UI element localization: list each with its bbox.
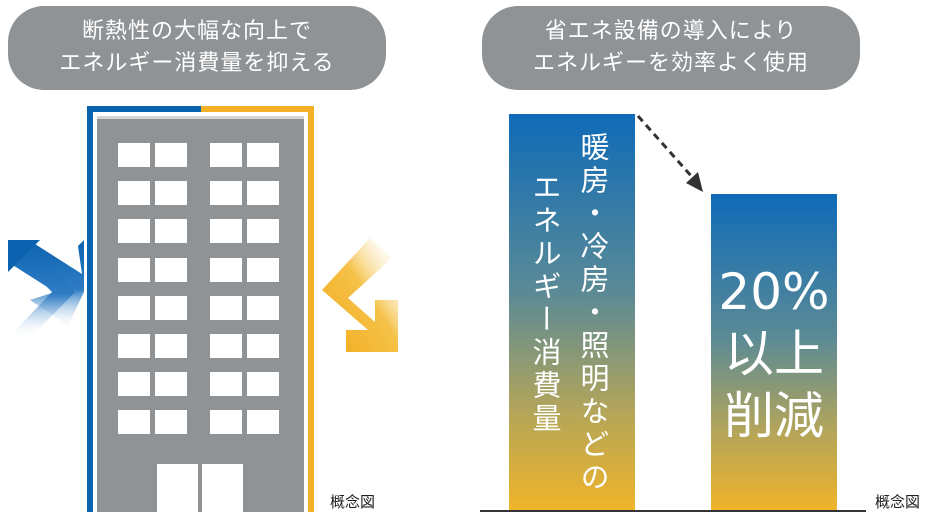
insulation-frame-yellow bbox=[201, 106, 314, 512]
right-heading-line1: 省エネ設備の導入により bbox=[544, 19, 798, 44]
right-heading-bubble: 省エネ設備の導入により エネルギーを効率よく使用 bbox=[482, 6, 860, 90]
insulation-frame-blue bbox=[87, 106, 201, 512]
left-heading-line2: エネルギー消費量を抑える bbox=[59, 51, 335, 76]
reduction-line2: 以上 bbox=[724, 325, 824, 383]
blue-chevron-arrow bbox=[8, 240, 75, 338]
dashed-arrow-down-right-icon bbox=[636, 115, 703, 192]
bar-after bbox=[711, 194, 837, 510]
bar-before bbox=[509, 114, 635, 510]
yellow-chevron-arrow bbox=[322, 238, 398, 352]
left-concept-note: 概念図 bbox=[330, 493, 376, 511]
building-entrance bbox=[157, 464, 243, 512]
reduction-percent: 20% bbox=[718, 263, 830, 321]
left-heading-bubble: 断熱性の大幅な向上で エネルギー消費量を抑える bbox=[8, 6, 386, 90]
bar-before-label-col1: 暖房・冷房・照明などの bbox=[576, 132, 610, 495]
insulated-building-illustration bbox=[8, 106, 398, 512]
building-windows bbox=[118, 143, 279, 434]
right-concept-note: 概念図 bbox=[875, 493, 921, 511]
left-heading-line1: 断熱性の大幅な向上で bbox=[81, 19, 312, 44]
bar-before-label-col2: エネルギー消費量 bbox=[528, 172, 562, 436]
right-heading-line2: エネルギーを効率よく使用 bbox=[532, 51, 809, 76]
reduction-line3: 削減 bbox=[724, 387, 824, 445]
energy-comparison-bars bbox=[480, 114, 866, 512]
